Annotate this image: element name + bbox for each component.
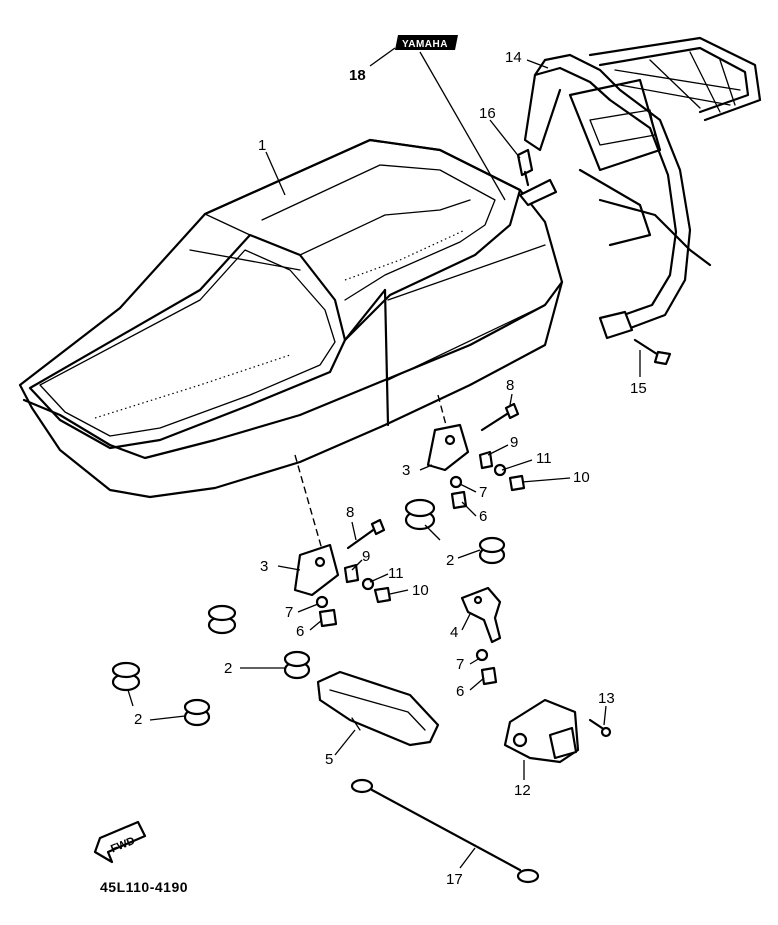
screw-13-head (600, 726, 612, 738)
damper-2-c (207, 604, 237, 635)
callout-8-upper: 8 (506, 377, 514, 394)
bolt-6-c (480, 666, 498, 686)
seat-hook-4 (460, 586, 502, 644)
callout-11-lower: 11 (388, 565, 404, 582)
bolt-8-lower-head (370, 518, 386, 536)
callout-6-hook: 6 (456, 683, 464, 700)
fwd-arrow-icon: FWD (93, 820, 147, 864)
callout-2-bottom: 2 (134, 711, 142, 728)
washer-7-a (449, 475, 463, 489)
damper-2-b (478, 536, 506, 565)
callout-10-lower: 10 (412, 582, 429, 599)
rear-carrier (518, 36, 762, 340)
damper-2-e (111, 661, 141, 692)
callout-numbers: 1 14 16 18 15 8 9 11 10 3 7 6 2 8 3 9 11… (134, 49, 647, 888)
damper-2-f (183, 698, 211, 727)
callout-7-hook: 7 (456, 656, 464, 673)
bolt-10-lower (373, 586, 392, 604)
callout-6-upper: 6 (479, 508, 487, 525)
damper-2-a (404, 498, 436, 531)
callout-15: 15 (630, 380, 647, 397)
callout-3-upper: 3 (402, 462, 410, 479)
washer-7-b (315, 595, 329, 609)
bolt-6-b (318, 608, 338, 628)
document-tray-5 (316, 670, 440, 747)
callout-3-lower: 3 (260, 558, 268, 575)
yamaha-emblem: YAMAHA (395, 35, 458, 50)
callout-2-left: 2 (224, 660, 232, 677)
callout-7-upper: 7 (479, 484, 487, 501)
bolt-16 (516, 148, 534, 187)
callout-6-lower: 6 (296, 623, 304, 640)
leader-lines (127, 47, 641, 869)
callout-14: 14 (505, 49, 522, 66)
bolt-8-upper (480, 410, 512, 432)
callout-9-lower: 9 (362, 548, 370, 565)
bolt-10-upper (508, 474, 526, 492)
bracket-3-upper (426, 423, 470, 472)
cable-17 (350, 778, 540, 884)
bolt-15 (633, 338, 672, 366)
callout-18: 18 (349, 67, 366, 84)
callout-11-upper: 11 (536, 450, 552, 467)
callout-7-lower: 7 (285, 604, 293, 621)
damper-2-d (283, 650, 311, 680)
callout-12: 12 (514, 782, 531, 799)
bolt-8-upper-head (504, 402, 520, 420)
alignment-line-front (294, 454, 326, 561)
bolt-6-a (450, 490, 468, 510)
nut-11-upper (493, 463, 507, 477)
clip-9-lower (343, 563, 360, 584)
washer-7-c (475, 648, 489, 662)
nut-11-lower (361, 577, 375, 591)
seat-lock-12 (503, 698, 580, 764)
callout-13: 13 (598, 690, 615, 707)
callout-10-upper: 10 (573, 469, 590, 486)
emblem-text: YAMAHA (402, 39, 448, 50)
bracket-3-lower (293, 543, 340, 597)
callout-16: 16 (479, 105, 496, 122)
drawing-code: 45L110-4190 (100, 879, 188, 895)
seat-assembly (18, 138, 564, 499)
callout-1: 1 (258, 137, 266, 154)
callout-5: 5 (325, 751, 333, 768)
callout-9-upper: 9 (510, 434, 518, 451)
callout-8-lower: 8 (346, 504, 354, 521)
clip-9-upper (478, 450, 494, 470)
callout-2-mid: 2 (446, 552, 454, 569)
callout-17: 17 (446, 871, 463, 888)
callout-4: 4 (450, 624, 458, 641)
bolt-8-lower (346, 526, 378, 550)
